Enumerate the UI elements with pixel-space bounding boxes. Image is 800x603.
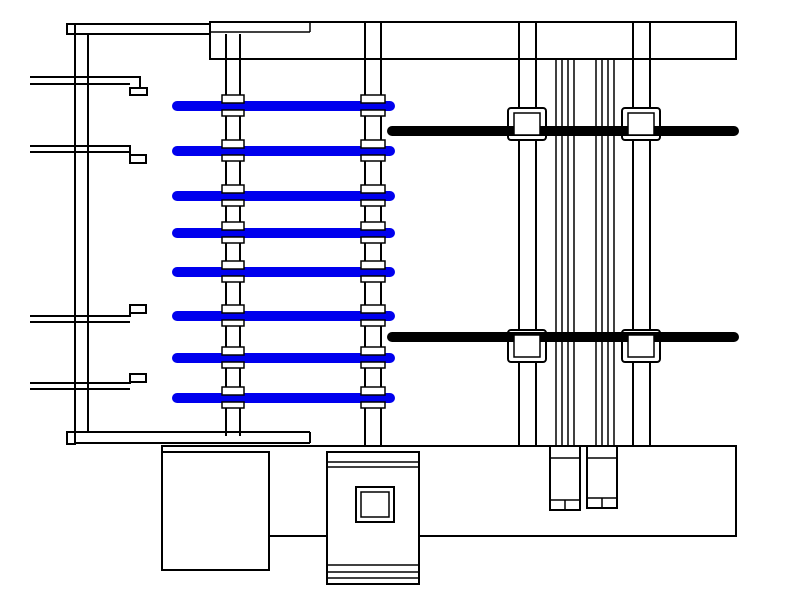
rod-collar: [360, 94, 386, 104]
rod-collar: [221, 139, 245, 149]
guide-rails: [555, 59, 615, 446]
rod-collar: [360, 401, 386, 409]
motor: [326, 451, 420, 585]
rod-collar: [360, 184, 386, 194]
rod-collar: [221, 94, 245, 104]
rod-collar: [221, 260, 245, 270]
side-hook-4: [30, 373, 147, 390]
rod-collar: [360, 109, 386, 117]
rod-collar: [360, 361, 386, 369]
blue-rod: [172, 221, 395, 244]
blue-rod: [172, 304, 395, 327]
rod-collar: [221, 304, 245, 314]
rod-collar: [221, 109, 245, 117]
blue-rod: [172, 386, 395, 409]
rod-collar: [221, 199, 245, 207]
rod-collar: [221, 361, 245, 369]
rod-collar: [360, 221, 386, 231]
blue-rod: [172, 184, 395, 207]
rod-collar: [221, 236, 245, 244]
blue-rod: [172, 139, 395, 162]
base-platform: [161, 445, 737, 571]
rod-collar: [221, 386, 245, 396]
right-post-2: [621, 22, 661, 446]
rod-collar: [221, 401, 245, 409]
rod-collar: [221, 275, 245, 283]
rod-collar: [360, 154, 386, 162]
rod-collar: [360, 260, 386, 270]
side-hook-1: [30, 76, 148, 96]
drive-unit-1: [549, 445, 581, 511]
top-beam: [209, 21, 737, 60]
rod-collar: [360, 236, 386, 244]
left-frame: [66, 23, 311, 445]
rod-collar: [221, 221, 245, 231]
side-hook-3: [30, 304, 147, 323]
right-post-1: [507, 22, 547, 446]
blue-rod: [172, 94, 395, 117]
rod-collar: [360, 275, 386, 283]
rod-collar: [360, 346, 386, 356]
rod-collar: [221, 346, 245, 356]
drive-unit-2: [586, 445, 618, 509]
rod-collar: [221, 154, 245, 162]
blue-rod: [172, 260, 395, 283]
blue-rod: [172, 346, 395, 369]
rod-collar: [360, 386, 386, 396]
side-hook-2: [30, 145, 147, 164]
rod-collar: [360, 319, 386, 327]
rod-collar: [221, 319, 245, 327]
blue-rod-group: [172, 94, 395, 409]
rod-collar: [221, 184, 245, 194]
rod-collar: [360, 139, 386, 149]
rod-collar: [360, 304, 386, 314]
black-rod-collars: [513, 112, 655, 358]
rod-collar: [360, 199, 386, 207]
